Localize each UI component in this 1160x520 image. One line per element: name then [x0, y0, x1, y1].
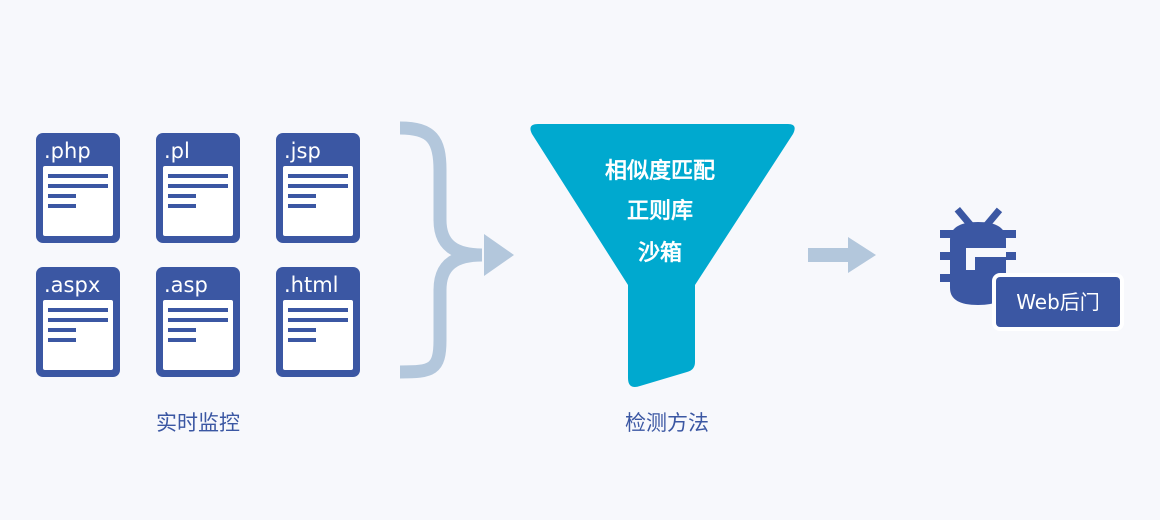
- file-icon-jsp: .jsp: [276, 133, 360, 243]
- file-extension-label: .aspx: [44, 273, 101, 297]
- result-arrow-head: [848, 237, 876, 273]
- file-icon-aspx: .aspx: [36, 267, 120, 377]
- file-icon-php: .php: [36, 133, 120, 243]
- detection-label: 检测方法: [625, 411, 709, 435]
- file-icon-html: .html: [276, 267, 360, 377]
- funnel-method-similarity: 相似度匹配: [604, 159, 715, 184]
- funnel-method-regex: 正则库: [626, 199, 693, 224]
- webshell-badge: Web后门: [996, 277, 1120, 327]
- funnel-shape: [530, 124, 795, 387]
- brace-connector: [399, 121, 483, 379]
- file-extension-label: .jsp: [284, 139, 321, 163]
- file-icon-asp: .asp: [156, 267, 240, 377]
- file-icon-pl: .pl: [156, 133, 240, 243]
- result-arrow-shaft: [808, 248, 850, 262]
- brace-arrow-head: [484, 234, 514, 276]
- file-page: [43, 166, 113, 236]
- file-extension-label: .pl: [164, 139, 190, 163]
- file-page: [163, 166, 233, 236]
- file-extension-label: .php: [44, 139, 91, 163]
- funnel-method-sandbox: 沙箱: [637, 241, 682, 266]
- file-extension-label: .asp: [164, 273, 208, 297]
- monitor-label: 实时监控: [156, 411, 240, 435]
- file-page: [283, 300, 353, 370]
- file-page: [283, 166, 353, 236]
- file-page: [163, 300, 233, 370]
- file-extension-label: .html: [284, 273, 339, 297]
- file-page: [43, 300, 113, 370]
